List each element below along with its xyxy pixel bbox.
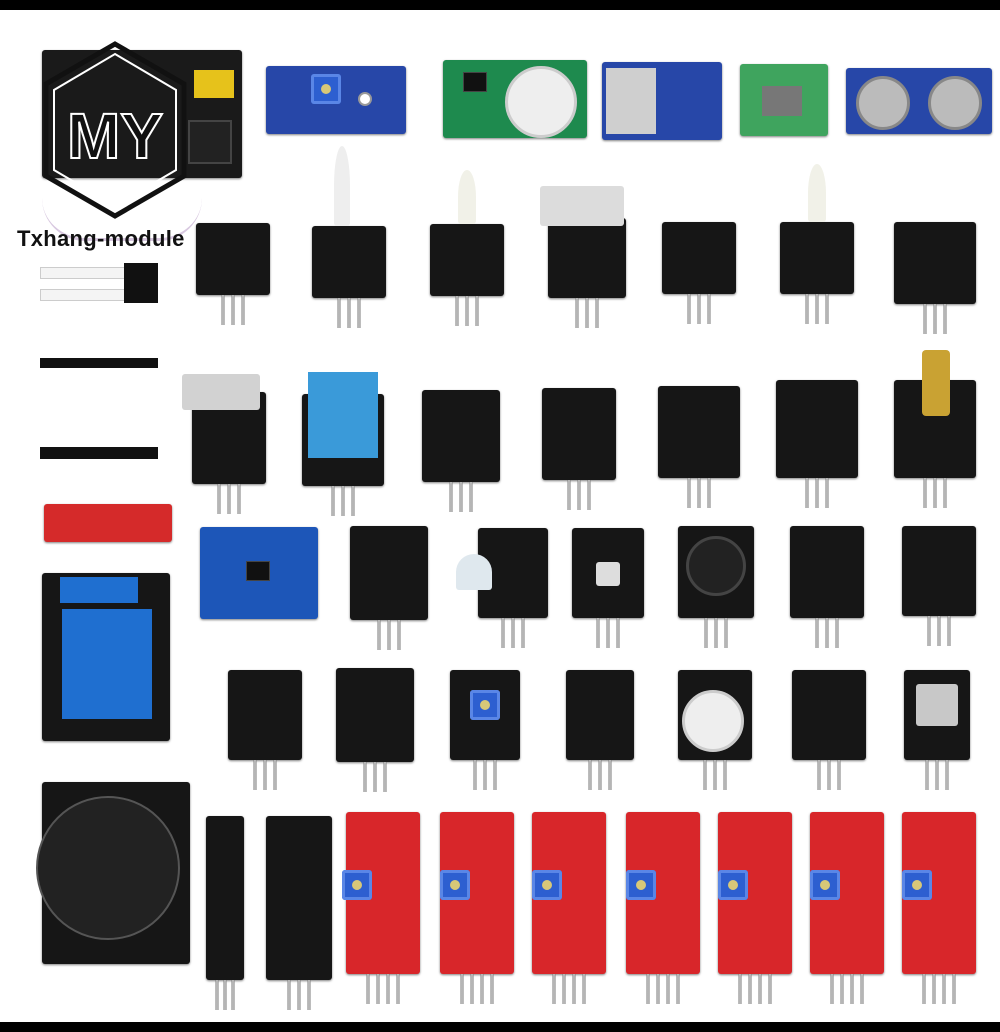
- rotary-encoder-module: [904, 670, 970, 790]
- smd-rgb-module: [790, 526, 864, 648]
- pin-header-strip: [40, 330, 158, 388]
- flame-sensor-red-module: [810, 812, 884, 1004]
- led-module: [430, 170, 504, 326]
- sd-card-module: [602, 62, 722, 140]
- reed-sensor-red-module: [532, 812, 606, 1004]
- jumper-wire: [42, 198, 202, 241]
- water-level-sensor: [44, 504, 172, 542]
- relay-module: [42, 573, 170, 741]
- pin-header-strip: [40, 415, 158, 473]
- light-cup-module: [792, 670, 866, 790]
- touch-sensor-red-module: [902, 812, 976, 1004]
- power-regulator-module: [740, 64, 828, 136]
- joystick-module: [36, 782, 190, 964]
- active-buzzer-module: [678, 526, 754, 648]
- sound-sensor-module: [342, 812, 420, 1004]
- temperature-humidity-module: [302, 372, 384, 516]
- two-color-led-module: [312, 146, 386, 328]
- flame-sensor-module: [450, 670, 520, 790]
- mercury-switch-module: [182, 374, 266, 514]
- photo-interrupter-module: [422, 390, 500, 512]
- button-module: [572, 528, 644, 648]
- soil-moisture-probe: [40, 263, 158, 303]
- ultrasonic-sensor-module: [846, 68, 992, 134]
- hall-sensor-module: [542, 388, 616, 510]
- avoidance-sensor-module: [266, 816, 332, 1010]
- reed-switch-module: [662, 222, 736, 324]
- brand-watermark-text: Txhang-module: [17, 226, 185, 251]
- temperature-sensor-module: [350, 526, 428, 650]
- hall-sensor-red-module: [440, 812, 514, 1004]
- two-color-led-module-small: [902, 526, 976, 646]
- line-tracking-module: [206, 816, 244, 1010]
- potentiometer-module: [266, 66, 406, 134]
- rgb-led-module: [456, 528, 548, 648]
- product-photo: MY Txhang-module: [0, 10, 1000, 1022]
- digital-temperature-module: [228, 670, 302, 790]
- tracking-sensor-module: [336, 668, 414, 792]
- rtc-clock-module: [443, 60, 587, 138]
- power-supply-module: [42, 50, 242, 178]
- gyroscope-module: [200, 527, 318, 619]
- seven-color-flash-module: [566, 670, 634, 790]
- logo-letters: MY: [67, 100, 163, 172]
- obstacle-sensor-module: [776, 380, 858, 508]
- photoresistor-module: [196, 223, 270, 325]
- microphone-sensor-red-module: [718, 812, 792, 1004]
- passive-buzzer-module: [678, 670, 752, 790]
- knock-sensor-module: [658, 386, 740, 508]
- ir-receiver-module: [894, 222, 976, 334]
- laser-module: [894, 350, 976, 508]
- brand-logo-icon: MY: [43, 41, 187, 219]
- infrared-led-module: [780, 164, 854, 324]
- temperature-sensor-red-module: [626, 812, 700, 1004]
- tilt-switch-module: [540, 186, 626, 328]
